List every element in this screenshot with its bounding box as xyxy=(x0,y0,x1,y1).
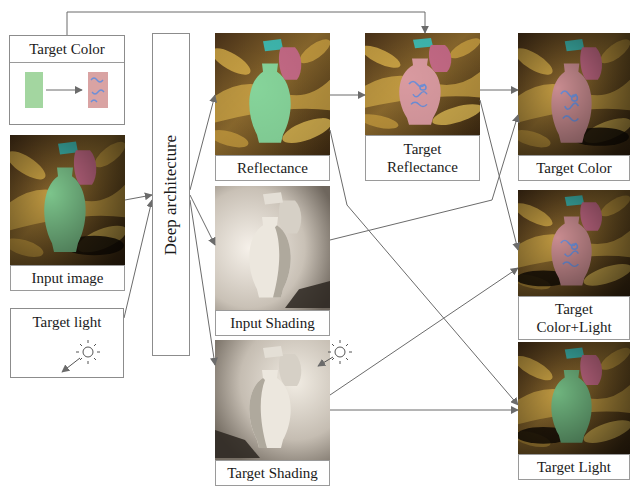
image-area xyxy=(10,135,125,265)
connector-arrow xyxy=(330,268,518,395)
caption-box: Input Shading xyxy=(215,310,330,336)
box-heading: Target Color xyxy=(10,36,124,63)
light-direction-arrow xyxy=(318,357,333,366)
input-box: Target light xyxy=(10,308,124,378)
caption-box: Reflectance xyxy=(215,155,330,181)
node-label: Input image xyxy=(31,270,103,286)
caption-text: Target Reflectance xyxy=(371,140,474,176)
sun-icon xyxy=(76,340,100,364)
image-panel: Reflectance xyxy=(215,33,330,181)
connector-arrow xyxy=(125,195,152,200)
image-area xyxy=(518,190,630,296)
caption-box: Target Color xyxy=(518,155,630,181)
connector-arrow xyxy=(480,90,518,91)
connector-arrow xyxy=(124,200,152,318)
target-color-image xyxy=(511,33,634,155)
image-area xyxy=(518,342,630,454)
pink-swatch xyxy=(88,72,108,108)
input-photo xyxy=(3,135,130,265)
connector-arrow xyxy=(190,200,215,365)
sun-icon xyxy=(328,340,352,364)
input-box: Target Color xyxy=(9,35,125,125)
network-block: Deep architecture xyxy=(152,33,190,356)
image-panel: Input Shading xyxy=(215,186,330,336)
image-area xyxy=(215,340,330,460)
image-area xyxy=(215,33,330,155)
connector-arrow xyxy=(330,410,518,411)
target-light-image xyxy=(511,342,634,454)
swatch-arrow xyxy=(46,90,82,91)
caption-box: Target Reflectance xyxy=(365,135,480,181)
caption-box: Target Light xyxy=(518,454,630,480)
image-panel: Target Shading xyxy=(215,340,330,486)
image-area xyxy=(518,33,630,155)
target-reflectance-image xyxy=(358,33,485,135)
image-panel: Input image xyxy=(10,135,125,291)
node-label: Target light xyxy=(32,314,101,330)
connector-arrow xyxy=(330,115,518,240)
caption-text: Input image xyxy=(31,269,103,287)
caption-text: Target Color+Light xyxy=(524,300,624,336)
connector-arrow xyxy=(480,100,518,250)
light-direction-arrow xyxy=(62,358,80,372)
image-panel: Target Color xyxy=(518,33,630,181)
connector-arrow xyxy=(330,95,365,96)
connector-arrow xyxy=(67,12,425,35)
node-label: Target Color xyxy=(536,160,612,176)
target-shading-image xyxy=(215,340,330,460)
green-swatch xyxy=(25,72,43,108)
caption-text: Reflectance xyxy=(237,159,308,177)
caption-text: Input Shading xyxy=(230,314,315,332)
connector-arrow xyxy=(330,130,518,405)
input-shading-image xyxy=(215,186,330,310)
image-panel: Target Reflectance xyxy=(365,33,480,181)
caption-text: Target Color xyxy=(536,159,612,177)
caption-box: Target Shading xyxy=(215,460,330,486)
node-label: Target Shading xyxy=(227,465,318,481)
node-label: Deep architecture xyxy=(161,134,181,254)
swatch-pattern xyxy=(91,78,104,102)
target-color-light-image xyxy=(511,190,634,296)
node-label: Target Color+Light xyxy=(536,301,611,335)
node-label: Input Shading xyxy=(230,315,315,331)
image-area xyxy=(215,186,330,310)
reflectance-image xyxy=(208,33,335,155)
caption-text: Target Light xyxy=(537,458,611,476)
node-label: Target Reflectance xyxy=(387,141,458,175)
connector-arrow xyxy=(190,95,215,190)
node-label: Target Color xyxy=(29,41,105,57)
node-label: Reflectance xyxy=(237,160,308,176)
caption-text: Target Shading xyxy=(227,464,318,482)
box-heading: Target light xyxy=(11,309,123,335)
image-panel: Target Color+Light xyxy=(518,190,630,340)
connector-arrow xyxy=(190,195,215,245)
node-label: Target Light xyxy=(537,459,611,475)
image-panel: Target Light xyxy=(518,342,630,480)
caption-box: Input image xyxy=(10,265,125,291)
caption-box: Target Color+Light xyxy=(518,296,630,340)
image-area xyxy=(365,33,480,135)
